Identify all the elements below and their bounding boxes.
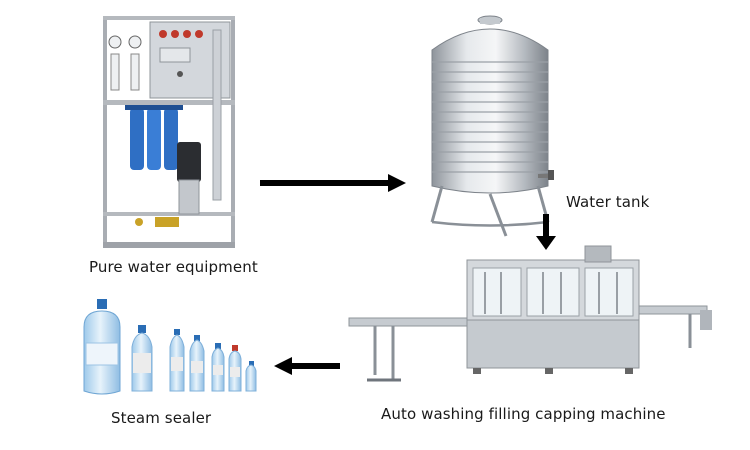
filling-machine-node [345,240,717,390]
arrow-left-to-bottles [272,356,342,376]
stainless-steel-tank-icon [430,15,554,237]
water-bottles-icon [83,299,257,395]
filling-machine-label: Auto washing filling capping machine [381,405,666,423]
arrow-right-to-tank [258,173,408,193]
pure-water-equipment-label: Pure water equipment [89,258,258,276]
ro-water-purifier-icon [103,16,235,248]
water-tank-node [420,14,560,239]
filling-machine-icon [348,245,712,382]
water-tank-label: Water tank [566,193,650,211]
bottles-label: Steam sealer [111,409,212,427]
arrow-down-to-machine [535,212,557,252]
pure-water-equipment-node [95,12,245,252]
water-bottles-node [78,295,268,400]
